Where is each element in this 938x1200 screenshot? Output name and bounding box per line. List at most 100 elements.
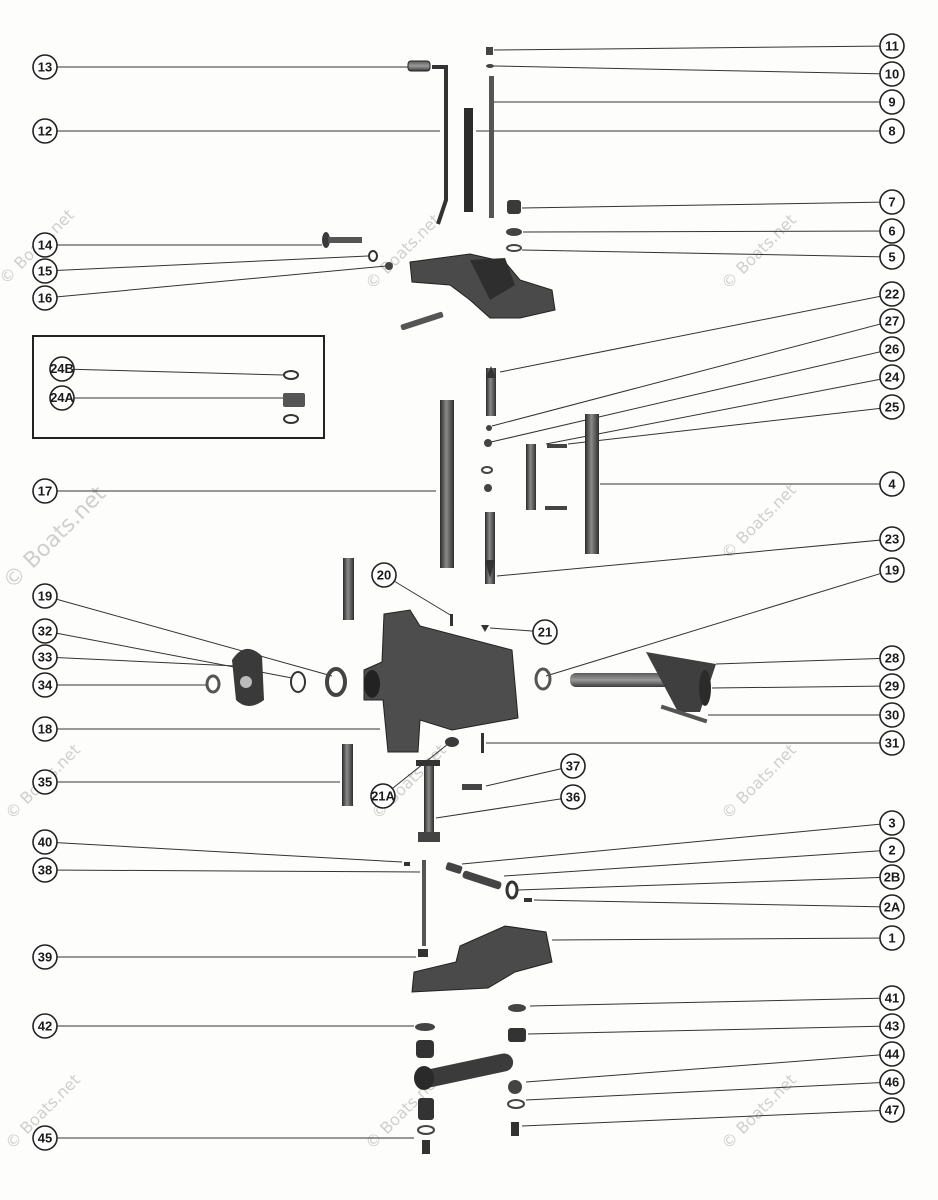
- part-ball: [484, 484, 492, 492]
- callout-circle: [49, 356, 75, 382]
- leader-line: [44, 841, 403, 863]
- callout-label: 42: [38, 1019, 52, 1034]
- callout-circle: [879, 33, 905, 59]
- part-29-pulley: [699, 670, 711, 706]
- leader-line: [517, 876, 893, 891]
- callout-circle: [32, 1013, 58, 1039]
- callout-label: 32: [38, 624, 52, 639]
- leader-line: [44, 265, 387, 299]
- callout-label: 40: [38, 835, 52, 850]
- callout-label: 21A: [371, 789, 395, 804]
- part-28-fork: [646, 652, 716, 712]
- leader-line: [715, 657, 893, 665]
- callout-42: 42: [32, 1013, 58, 1039]
- callout-circle: [32, 478, 58, 504]
- callout-label: 30: [885, 708, 899, 723]
- part-35-pin-upper: [343, 558, 354, 620]
- part-24-ring: [481, 466, 493, 474]
- callout-27: 27: [879, 308, 905, 334]
- part-14-bolt-head: [322, 232, 330, 248]
- leader-line: [485, 765, 574, 787]
- callout-label: 8: [888, 124, 895, 139]
- part-33-clamp-hole: [240, 676, 252, 688]
- callout-circle: [879, 471, 905, 497]
- callout-28: 28: [879, 645, 905, 671]
- leader-line: [525, 1053, 893, 1083]
- callout-22: 22: [879, 281, 905, 307]
- callout-circle: [32, 118, 58, 144]
- watermark-faint: © Boats.net: [717, 480, 799, 562]
- callout-37: 37: [560, 753, 586, 779]
- leader-lines: [44, 45, 893, 1139]
- part-6-washer: [506, 228, 522, 236]
- callout-circle: [32, 232, 58, 258]
- callout-label: 27: [885, 314, 899, 329]
- callout-24: 24: [879, 364, 905, 390]
- callout-circle: [32, 258, 58, 284]
- callout-label: 44: [885, 1047, 900, 1062]
- callout-label: 3: [888, 816, 895, 831]
- leader-line: [493, 45, 893, 51]
- callout-circle: [32, 857, 58, 883]
- leader-line: [545, 569, 893, 677]
- callout-label: 11: [885, 39, 899, 54]
- callout-circle: [879, 1069, 905, 1095]
- part-30-pin: [660, 704, 708, 724]
- leader-line: [711, 685, 893, 689]
- callout-13: 13: [32, 54, 58, 80]
- callout-label: 25: [885, 400, 899, 415]
- callout-circle: [879, 308, 905, 334]
- part-16-nut: [385, 262, 393, 270]
- leader-line: [382, 743, 449, 797]
- callout-9: 9: [879, 89, 905, 115]
- callout-label: 13: [38, 60, 52, 75]
- callout-circle: [879, 189, 905, 215]
- callout-circle: [32, 769, 58, 795]
- callout-circle: [879, 526, 905, 552]
- callout-label: 33: [38, 650, 52, 665]
- part-20-screw: [450, 614, 453, 626]
- leader-line: [521, 249, 893, 258]
- callout-label: 12: [38, 124, 52, 139]
- callout-3: 3: [879, 810, 905, 836]
- callout-19: 19: [32, 583, 58, 609]
- leader-line: [551, 937, 893, 941]
- callout-8: 8: [879, 118, 905, 144]
- callout-circle: [32, 618, 58, 644]
- callout-label: 4: [888, 477, 896, 492]
- callout-4: 4: [879, 471, 905, 497]
- callout-circle: [879, 985, 905, 1011]
- callout-label: 37: [566, 759, 580, 774]
- part-24b-washer: [283, 370, 299, 380]
- callout-43: 43: [879, 1013, 905, 1039]
- callout-circle: [32, 54, 58, 80]
- part-32-ring: [290, 671, 306, 693]
- callout-26: 26: [879, 336, 905, 362]
- callout-circle: [879, 557, 905, 583]
- callout-label: 22: [885, 287, 899, 302]
- callout-label: 23: [885, 532, 899, 547]
- callout-circle: [879, 364, 905, 390]
- callout-circle: [879, 394, 905, 420]
- callout-32: 32: [32, 618, 58, 644]
- part-23-rod-tip: [485, 560, 495, 578]
- watermark-faint: © Boats.net: [717, 1070, 799, 1152]
- callout-circle: [32, 672, 58, 698]
- callout-11: 11: [879, 33, 905, 59]
- callout-39: 39: [32, 944, 58, 970]
- callout-29: 29: [879, 673, 905, 699]
- callout-7: 7: [879, 189, 905, 215]
- part-14-bolt-shank: [328, 237, 362, 243]
- callout-30: 30: [879, 702, 905, 728]
- callout-circle: [879, 218, 905, 244]
- leader-line: [491, 320, 893, 427]
- part-27-pin: [486, 425, 492, 431]
- callout-21a: 21A: [370, 783, 396, 809]
- part-31-pin: [481, 733, 484, 753]
- leader-line: [499, 293, 893, 373]
- callout-1: 1: [879, 925, 905, 951]
- callout-label: 39: [38, 950, 52, 965]
- leader-line: [44, 869, 421, 873]
